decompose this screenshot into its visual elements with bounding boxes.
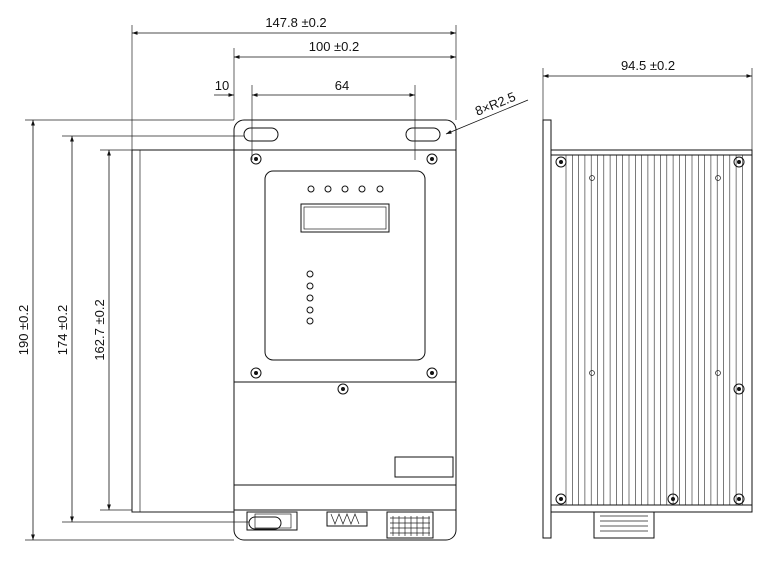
dim-overall-width: 147.8 ±0.2	[265, 15, 326, 30]
front-view	[131, 119, 457, 541]
dim-slot-spacing: 64	[335, 78, 349, 93]
heat-sink-body	[550, 149, 753, 513]
heat-sink-fins	[565, 155, 743, 505]
mount-slot-top-left	[243, 127, 279, 142]
mounting-plate	[233, 119, 457, 541]
side-body-outline	[131, 149, 235, 513]
side-flange	[542, 119, 552, 539]
mount-slot-bottom-left	[248, 516, 282, 530]
side-screw-icons	[555, 156, 745, 505]
dim-height-mid: 174 ±0.2	[55, 305, 70, 356]
dim-height-total: 190 ±0.2	[16, 305, 31, 356]
mount-slot-top-right	[405, 127, 441, 142]
side-view	[542, 119, 753, 539]
display-window	[300, 203, 390, 233]
dim-offset-left: 10	[215, 78, 229, 93]
led-row-icons	[307, 185, 384, 193]
screw-icons	[250, 153, 438, 395]
front-panel	[264, 170, 426, 361]
side-connector	[593, 511, 655, 539]
dim-mount-width: 100 ±0.2	[309, 39, 360, 54]
connector-icons	[246, 511, 434, 539]
dimension-lines	[25, 25, 753, 541]
dim-height-body: 162.7 ±0.2	[92, 299, 107, 360]
dim-slot-radius: 8×R2.5	[473, 89, 518, 119]
led-column-icons	[306, 270, 314, 325]
label-plate	[394, 456, 454, 478]
dim-depth: 94.5 ±0.2	[621, 58, 675, 73]
